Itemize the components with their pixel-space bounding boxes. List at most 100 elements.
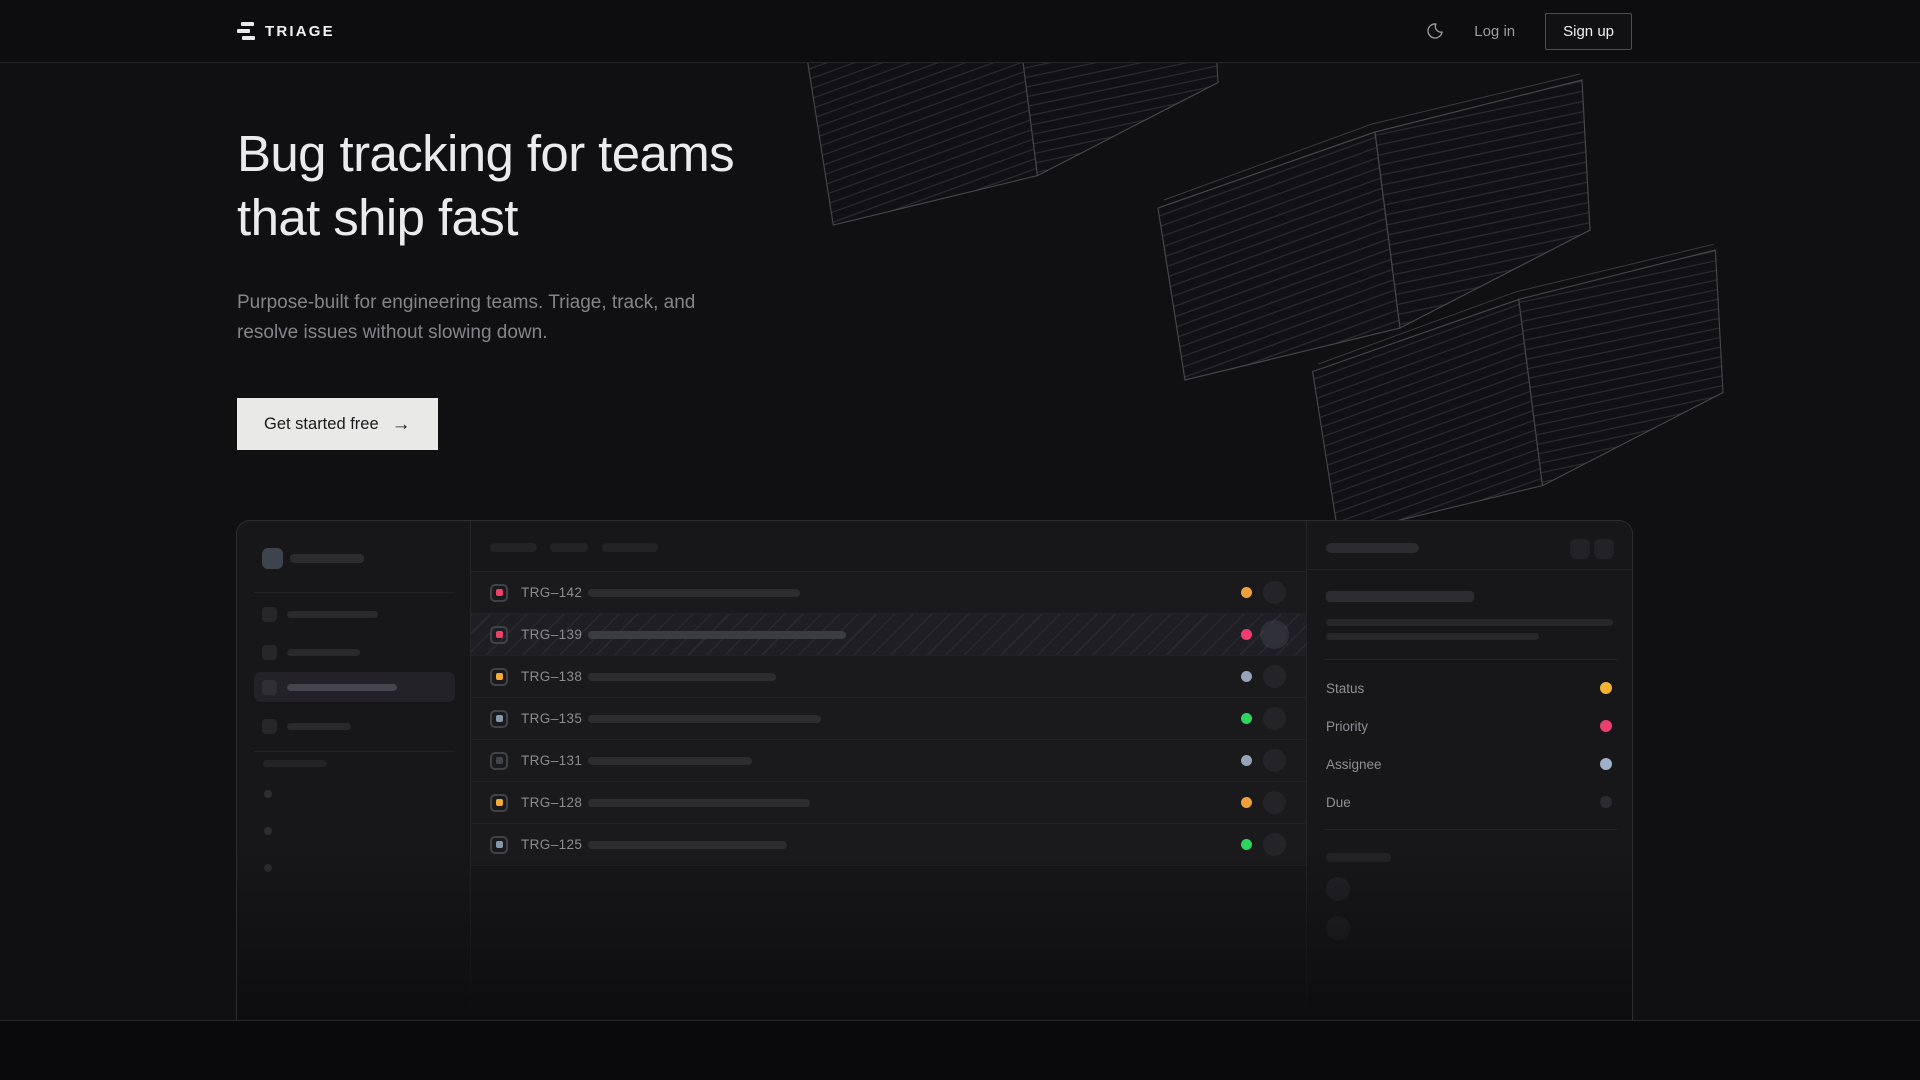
top-nav: TRIAGE Log in Sign up xyxy=(0,0,1920,63)
issue-title-skeleton xyxy=(588,840,787,849)
activity-label-skeleton xyxy=(1326,853,1391,862)
issue-row: TRG–135 xyxy=(471,698,1306,740)
sidebar-section-skeleton xyxy=(263,760,327,767)
sidebar-dot-placeholder xyxy=(264,827,272,835)
issue-assignee-avatar xyxy=(1263,665,1286,688)
hero-subtitle-line-2: resolve issues without slowing down. xyxy=(237,322,548,343)
filter-pill-skeleton xyxy=(602,543,658,552)
issue-assignee-avatar xyxy=(1263,581,1286,604)
panel-field-row: Assignee xyxy=(1326,756,1612,772)
panel-field-dot xyxy=(1600,682,1612,694)
panel-field-row: Status xyxy=(1326,680,1612,696)
signup-button[interactable]: Sign up xyxy=(1545,12,1632,50)
issue-assignee-avatar xyxy=(1263,833,1286,856)
issue-status-dot xyxy=(1241,671,1252,682)
issue-type-icon xyxy=(490,751,508,770)
issue-type-icon xyxy=(490,667,508,686)
sidebar-dot-placeholder xyxy=(264,864,272,872)
issue-type-icon xyxy=(490,793,508,812)
theme-toggle-moon-icon[interactable] xyxy=(1426,22,1444,40)
get-started-label: Get started free xyxy=(264,414,379,433)
issue-id: TRG–131 xyxy=(521,753,583,768)
filter-pill-skeleton xyxy=(490,543,537,552)
triage-logo-icon xyxy=(237,22,255,40)
issue-title-skeleton xyxy=(588,756,752,765)
issue-title-skeleton xyxy=(588,798,810,807)
app-mockup: TRG–142 TRG–139 TRG–138 TRG–135 TRG–131 … xyxy=(236,520,1633,1020)
arrow-right-icon: → xyxy=(391,413,411,435)
issue-title-skeleton xyxy=(588,588,800,597)
workspace-name-skeleton xyxy=(290,554,364,563)
issue-status-dot xyxy=(1241,797,1252,808)
issue-row: TRG–138 xyxy=(471,656,1306,698)
issue-row: TRG–139 xyxy=(471,614,1306,656)
issue-row: TRG–125 xyxy=(471,824,1306,866)
login-link[interactable]: Log in xyxy=(1474,22,1516,40)
issue-status-dot xyxy=(1241,629,1252,640)
brand[interactable]: TRIAGE xyxy=(237,22,335,40)
issue-status-dot xyxy=(1241,755,1252,766)
issue-id: TRG–128 xyxy=(521,795,583,810)
panel-field-row: Due xyxy=(1326,794,1612,810)
issue-status-dot xyxy=(1241,713,1252,724)
issue-title-skeleton xyxy=(588,672,776,681)
issue-assignee-avatar xyxy=(1263,791,1286,814)
issue-assignee-avatar xyxy=(1260,620,1289,649)
issue-desc-skeleton xyxy=(1326,619,1613,626)
mockup-detail-panel: Status Priority Assignee Due xyxy=(1306,521,1632,1020)
issue-id: TRG–139 xyxy=(521,627,583,642)
sidebar-item-active-skeleton xyxy=(254,672,455,702)
nav-actions: Log in Sign up xyxy=(1426,12,1632,50)
sidebar-divider xyxy=(254,751,455,752)
activity-avatar-placeholder xyxy=(1326,877,1350,901)
hero-subtitle: Purpose-built for engineering teams. Tri… xyxy=(237,288,695,348)
panel-field-dot xyxy=(1600,796,1612,808)
issue-assignee-avatar xyxy=(1263,707,1286,730)
issue-list-header xyxy=(471,521,1306,572)
issue-type-icon xyxy=(490,583,508,602)
panel-divider xyxy=(1324,829,1617,830)
activity-avatar-placeholder xyxy=(1326,916,1350,940)
panel-header xyxy=(1307,521,1632,570)
issue-assignee-avatar xyxy=(1263,749,1286,772)
panel-field-label: Due xyxy=(1326,794,1351,810)
hero-title-line-2: that ship fast xyxy=(237,189,518,246)
sidebar-dot-placeholder xyxy=(264,790,272,798)
get-started-button[interactable]: Get started free → xyxy=(237,398,438,450)
issue-status-dot xyxy=(1241,839,1252,850)
issue-id: TRG–135 xyxy=(521,711,583,726)
panel-field-dot xyxy=(1600,758,1612,770)
filter-pill-skeleton xyxy=(550,543,588,552)
issue-type-icon xyxy=(490,709,508,728)
panel-title-skeleton xyxy=(1326,543,1419,553)
issue-list: TRG–142 TRG–139 TRG–138 TRG–135 TRG–131 … xyxy=(471,572,1306,866)
issue-title-skeleton xyxy=(588,714,821,723)
issue-desc-skeleton xyxy=(1326,633,1539,640)
issue-id: TRG–142 xyxy=(521,585,583,600)
panel-field-dot xyxy=(1600,720,1612,732)
panel-divider xyxy=(1324,659,1617,660)
issue-status-dot xyxy=(1241,587,1252,598)
sidebar-item-skeleton xyxy=(254,599,455,629)
panel-field-label: Status xyxy=(1326,680,1365,696)
mockup-sidebar xyxy=(237,521,471,1020)
issue-id: TRG–138 xyxy=(521,669,583,684)
panel-field-label: Assignee xyxy=(1326,756,1382,772)
issue-type-icon xyxy=(490,625,508,644)
hero-subtitle-line-1: Purpose-built for engineering teams. Tri… xyxy=(237,292,696,313)
issue-title-skeleton xyxy=(588,630,846,639)
hero-title: Bug tracking for teams that ship fast xyxy=(237,122,735,250)
issue-row: TRG–128 xyxy=(471,782,1306,824)
brand-name: TRIAGE xyxy=(265,22,335,40)
footer-strip xyxy=(0,1020,1920,1080)
issue-title-skeleton xyxy=(1326,591,1474,602)
sidebar-divider xyxy=(254,592,455,593)
sidebar-item-skeleton xyxy=(254,711,455,741)
issue-row: TRG–131 xyxy=(471,740,1306,782)
panel-field-row: Priority xyxy=(1326,718,1612,734)
workspace-avatar-placeholder xyxy=(262,548,283,569)
issue-row: TRG–142 xyxy=(471,572,1306,614)
issue-id: TRG–125 xyxy=(521,837,583,852)
wireframe-slabs-graphic xyxy=(807,0,1724,536)
panel-field-label: Priority xyxy=(1326,718,1369,734)
